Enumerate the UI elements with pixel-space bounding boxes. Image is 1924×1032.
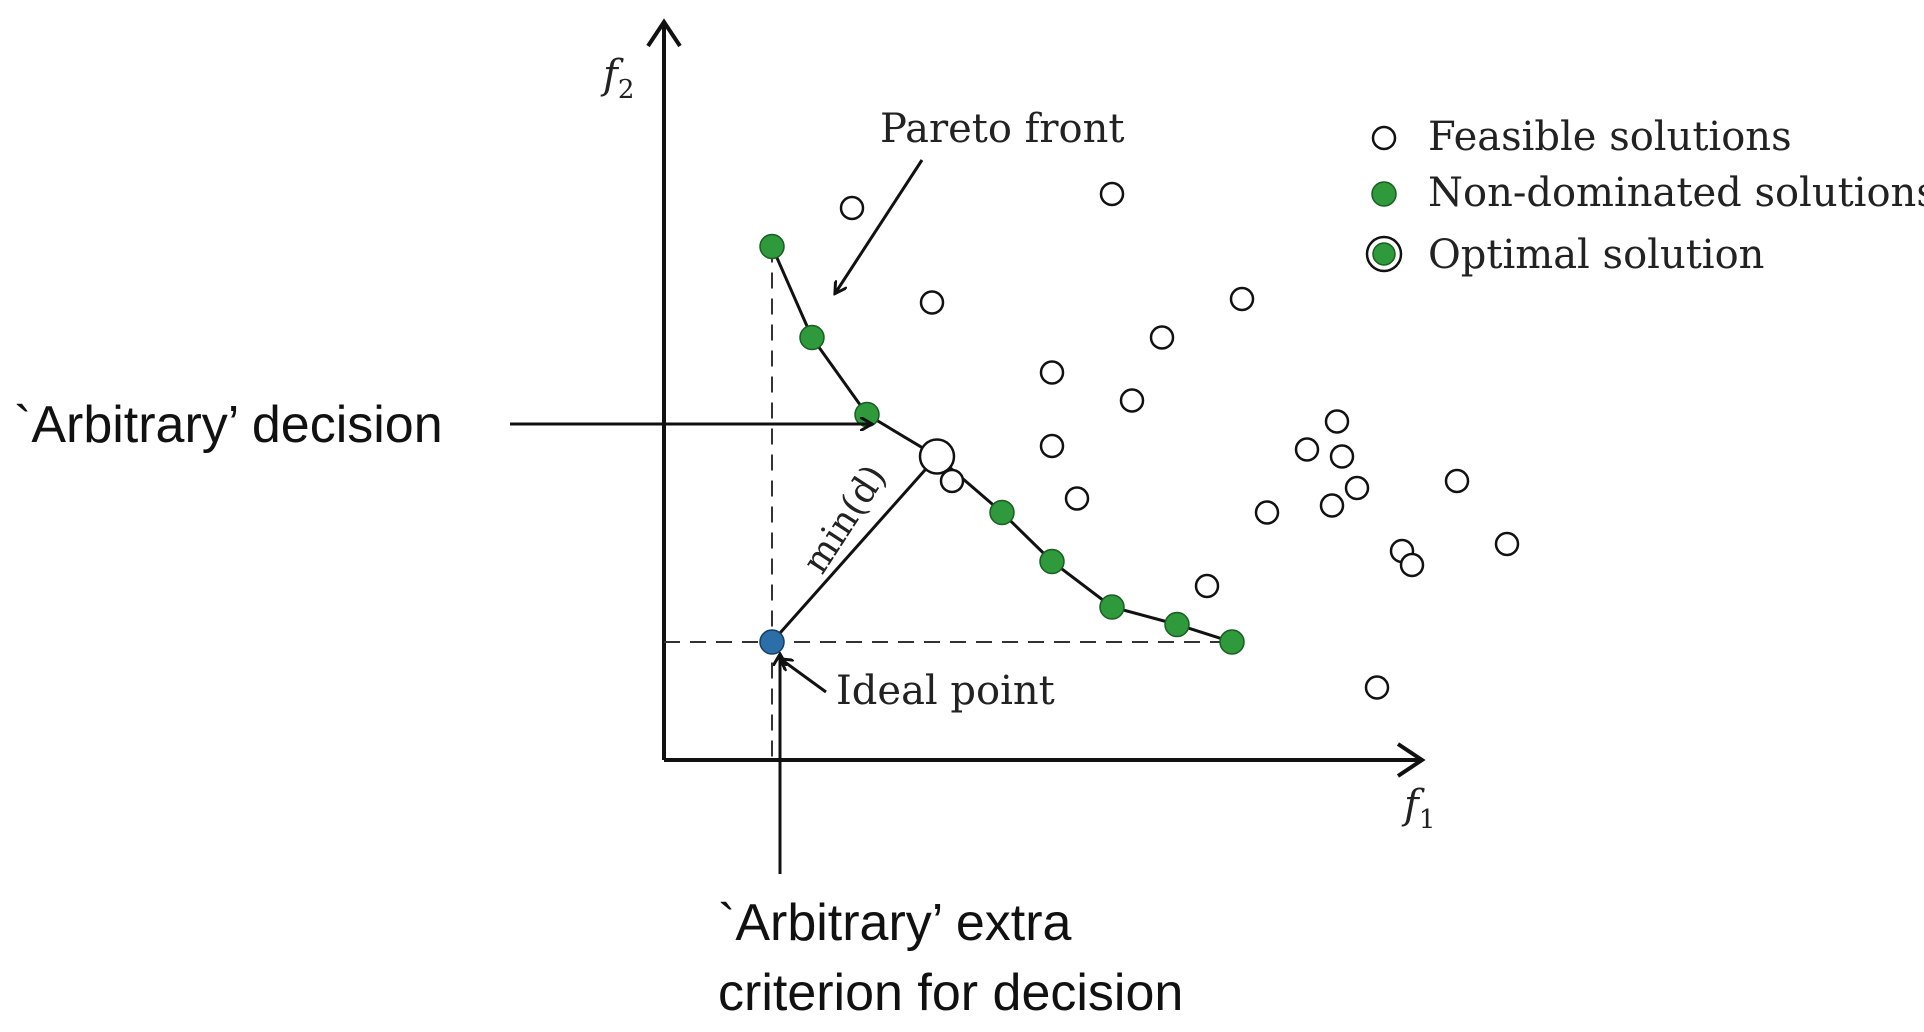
non-dominated-point	[759, 233, 785, 260]
arbitrary-decision-label: `Arbitrary’ decision	[14, 396, 443, 454]
feasible-point	[1494, 531, 1520, 557]
non-dominated-point	[1039, 548, 1065, 575]
feasible-point	[1039, 360, 1065, 385]
legend-optimal-label: Optimal solution	[1428, 232, 1764, 278]
legend-feasible-label: Feasible solutions	[1428, 114, 1792, 160]
legend-feasible-marker	[1371, 125, 1397, 151]
arbitrary-extra-label-line2: criterion for decision	[718, 964, 1183, 1022]
non-dominated-point	[989, 499, 1015, 526]
feasible-point	[1119, 388, 1145, 413]
feasible-point	[1064, 486, 1090, 511]
feasible-point	[839, 195, 865, 221]
min-distance-line	[770, 455, 939, 643]
ideal-point-marker	[759, 629, 785, 655]
pareto-front-label: Pareto front	[880, 106, 1124, 152]
non-dominated-point	[799, 324, 825, 351]
feasible-point	[1294, 437, 1320, 462]
feasible-point	[1319, 493, 1345, 518]
feasible-point	[919, 290, 945, 315]
feasible-point	[1149, 325, 1175, 350]
y-axis-arrowhead	[646, 18, 682, 48]
legend-optimal-marker-core	[1372, 242, 1396, 266]
y-axis-label: f2	[600, 52, 634, 105]
ideal-point-label: Ideal point	[836, 668, 1055, 714]
non-dominated-point	[1219, 629, 1245, 655]
pareto-front-arrow	[836, 159, 924, 292]
non-dominated-points	[759, 233, 1245, 655]
feasible-point	[1194, 573, 1220, 599]
feasible-point	[1399, 552, 1425, 578]
feasible-point	[1229, 286, 1255, 312]
feasible-point	[939, 468, 965, 494]
feasible-point	[1099, 181, 1125, 207]
feasible-point	[1444, 468, 1470, 494]
feasible-point	[1364, 675, 1390, 700]
legend-non-dominated-label: Non-dominated solutions	[1428, 170, 1924, 216]
feasible-point	[1324, 409, 1350, 434]
feasible-point	[1039, 433, 1065, 459]
feasible-point	[1329, 444, 1355, 469]
feasible-point	[1254, 500, 1280, 525]
pareto-front-line	[770, 245, 1233, 644]
ideal-point	[759, 629, 785, 655]
feasible-point	[1344, 475, 1370, 501]
ideal-point-arrow	[782, 660, 827, 694]
legend-non-dominated-marker	[1371, 181, 1397, 207]
non-dominated-point	[1099, 594, 1125, 620]
x-axis-label: f1	[1401, 782, 1435, 835]
feasible-points	[839, 181, 1520, 700]
legend: Feasible solutions Non-dominated solutio…	[1365, 114, 1924, 278]
x-axis-arrowhead	[1396, 742, 1426, 778]
optimal-point	[918, 438, 956, 475]
non-dominated-point	[1164, 611, 1190, 638]
arbitrary-extra-label-line1: `Arbitrary’ extra	[718, 894, 1072, 952]
optimal-point-ring	[918, 438, 956, 475]
